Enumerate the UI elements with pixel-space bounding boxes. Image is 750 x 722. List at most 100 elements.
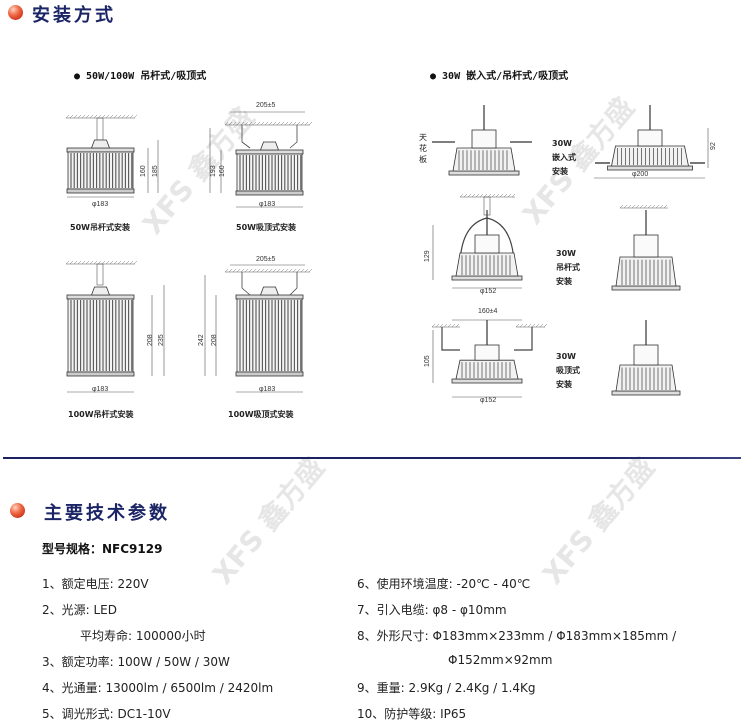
mount-bracket (241, 272, 251, 296)
spec-ip-rating: 10、防护等级: IP65 (357, 707, 467, 721)
dim-label: 105 (424, 355, 431, 367)
ceiling-hatch (507, 193, 512, 198)
ceiling-hatch (296, 121, 301, 126)
caption-50w-ceiling: 50W吸顶式安装 (236, 223, 296, 232)
section-title-installation: 安装方式 (32, 5, 116, 26)
dim-label: φ183 (259, 386, 276, 393)
lamp-mount (259, 141, 280, 151)
ceiling-hatch (260, 268, 265, 273)
ceiling-hatch (89, 114, 94, 119)
ceiling-hatch (224, 121, 229, 126)
ceiling-hatch (300, 268, 305, 273)
ceiling-hatch (471, 193, 476, 198)
ceiling-hatch (125, 260, 130, 265)
caption-50w-hang: 50W吊杆式安装 (70, 223, 130, 232)
mount-bracket (241, 125, 251, 149)
ceiling-hatch (631, 204, 636, 209)
lamp-base (451, 378, 523, 384)
ceiling-hatch (288, 268, 293, 273)
caption-100w-ceiling: 100W吸顶式安装 (228, 410, 294, 419)
ceiling-hatch (276, 268, 281, 273)
section-bullet-icon (8, 5, 23, 20)
dim-label: 205±5 (256, 102, 276, 109)
ceiling-hatch (264, 268, 269, 273)
section-divider (3, 457, 741, 459)
ceiling-hatch (499, 193, 504, 198)
ceiling-hatch (240, 121, 245, 126)
lamp-mount (90, 286, 111, 296)
ceiling-hatch (663, 204, 668, 209)
ceiling-hatch (272, 121, 277, 126)
ceiling-hatch (268, 268, 273, 273)
section-bullet-icon (10, 503, 25, 518)
ceiling-hatch (244, 268, 249, 273)
group-heading-50w-100w: ● 50W/100W 吊杆式/吸顶式 (74, 71, 207, 82)
ceiling-hatch (627, 204, 632, 209)
ceiling-hatch (272, 268, 277, 273)
ceiling-hatch (248, 268, 253, 273)
ceiling-hatch (129, 260, 134, 265)
ceiling-hatch (483, 193, 488, 198)
ceiling-hatch (443, 323, 448, 328)
ceiling-hatch (85, 260, 90, 265)
hanging-rod (96, 263, 104, 286)
mount-bracket (289, 272, 298, 296)
ceiling-hatch (81, 260, 86, 265)
ceiling-hatch (248, 121, 253, 126)
ceiling-hatch (639, 204, 644, 209)
spec-dimensions: 8、外形尺寸: Φ183mm×233mm / Φ183mm×185mm / (357, 629, 677, 643)
lamp-bottom-cap (66, 188, 135, 194)
lamp-30w-hang (451, 210, 523, 281)
ceiling-hatch (133, 114, 138, 119)
caption-30w-embed: 30W 嵌入式 安装 (552, 139, 576, 176)
caption-30w-ceiling: 30W 吸顶式 安装 (556, 352, 580, 389)
dim-label: 129 (424, 250, 431, 262)
dim-label: 208 (211, 334, 218, 346)
lamp-top-cap (66, 147, 135, 153)
lamp-housing (455, 252, 519, 277)
ceiling-hatch (129, 114, 134, 119)
ceiling-hatch (651, 204, 656, 209)
lamp-30w-embed (448, 105, 520, 176)
ceiling-hatch (109, 260, 114, 265)
ceiling-hatch (224, 268, 229, 273)
ceiling-hatch (280, 268, 285, 273)
ceiling-hatch (236, 268, 241, 273)
ceiling-hatch (463, 193, 468, 198)
ceiling-hatch (256, 268, 261, 273)
ceiling-hatch (467, 193, 472, 198)
ceiling-hatch (73, 260, 78, 265)
ceiling-hatch (252, 121, 257, 126)
ceiling-hatch (77, 114, 82, 119)
ceiling-hatch (519, 323, 524, 328)
ceiling-hatch (121, 114, 126, 119)
lamp-30w-hang-side (611, 210, 681, 291)
spec-cable: 7、引入电缆: φ8 - φ10mm (357, 603, 507, 617)
lamp-base (448, 170, 520, 176)
ceiling-hatch (288, 121, 293, 126)
ceiling-hatch (256, 121, 261, 126)
ceiling-hatch (105, 114, 110, 119)
ceiling-hatch (101, 260, 106, 265)
ceiling-hatch (447, 323, 452, 328)
ceiling-hatch (659, 204, 664, 209)
ceiling-hatch (308, 268, 313, 273)
dim-label: 160 (140, 165, 147, 177)
mount-bracket (441, 327, 460, 351)
ceiling-hatch (133, 260, 138, 265)
lamp-base (611, 390, 681, 396)
ceiling-hatch (647, 204, 652, 209)
lamp-30w-ceiling-side (611, 320, 681, 396)
ceiling-hatch (97, 114, 102, 119)
ceiling-hatch (77, 260, 82, 265)
ceiling-hatch (121, 260, 126, 265)
ceiling-hatch (491, 193, 496, 198)
ceiling-hatch (531, 323, 536, 328)
ceiling-hatch (655, 204, 660, 209)
driver-box (633, 344, 659, 366)
ceiling-hatch (89, 260, 94, 265)
ceiling-hatch (292, 268, 297, 273)
spec-power: 3、额定功率: 100W / 50W / 30W (42, 655, 230, 669)
ceiling-hatch (276, 121, 281, 126)
